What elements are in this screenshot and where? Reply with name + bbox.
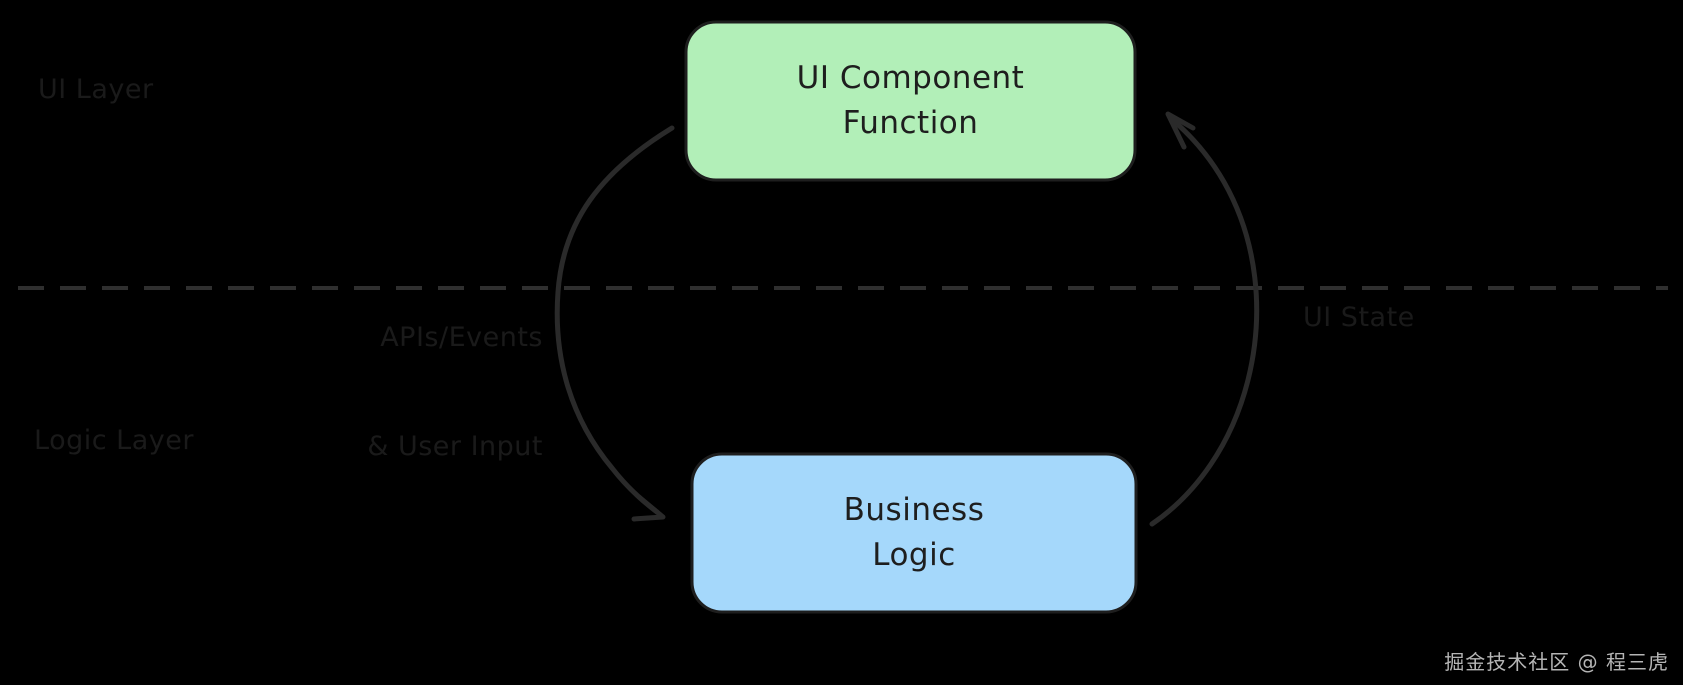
label-apis-events-line1: APIs/Events (380, 321, 543, 353)
label-logic-layer: Logic Layer (34, 425, 194, 456)
label-apis-events-line2: & User Input (367, 431, 543, 463)
edge-logic-to-ui-right (1149, 111, 1260, 527)
edge-ui-to-logic-left (554, 125, 675, 522)
arrowhead-to-ui-component (1165, 111, 1196, 150)
arrowhead-to-business-logic (631, 494, 666, 522)
node-business-logic[interactable] (690, 452, 1138, 614)
label-apis-events: APIs/Events & User Input (285, 247, 543, 539)
node-ui-component[interactable] (684, 20, 1137, 182)
watermark: 掘金技术社区 @ 程三虎 (1444, 650, 1669, 674)
label-ui-layer: UI Layer (38, 74, 154, 105)
label-ui-state: UI State (1303, 302, 1415, 333)
